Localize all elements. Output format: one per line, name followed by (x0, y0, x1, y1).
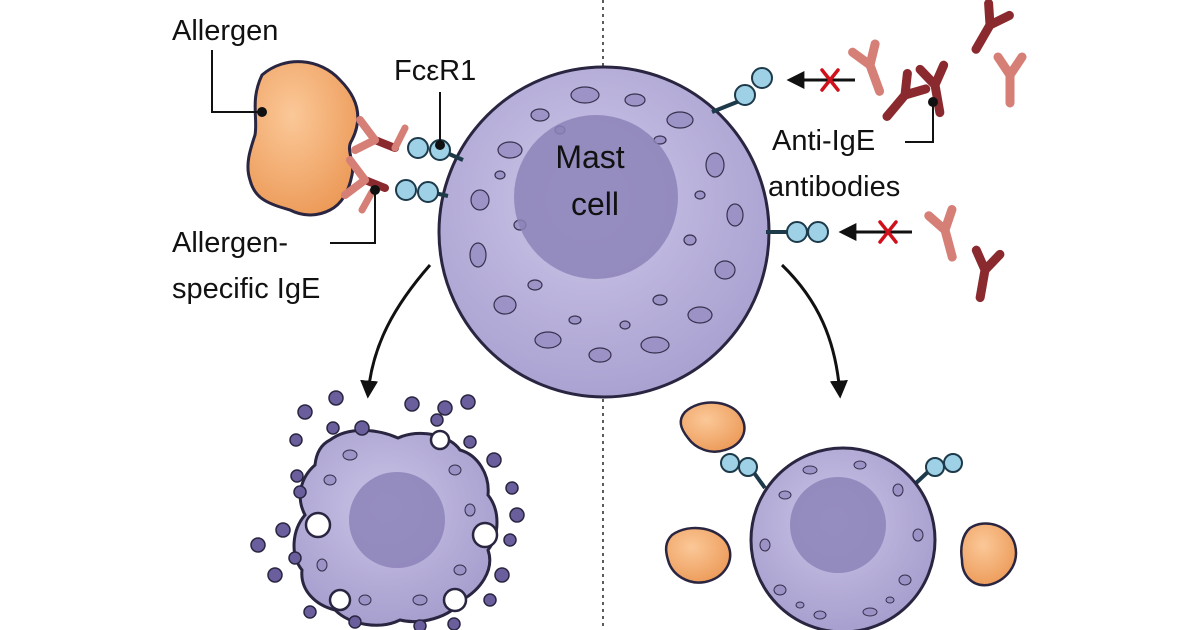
allergen-specific-ige-callout-dot (370, 185, 380, 195)
anti-ige-callout-line (905, 102, 934, 143)
mast-cell-label-line2: cell (571, 186, 619, 222)
mast-cell-main: Mast cell (437, 65, 771, 399)
allergen-callout-dot (257, 107, 267, 117)
degranulating-mast-cell (292, 428, 499, 627)
allergen-specific-ige-upper (351, 116, 409, 154)
arrow-to-degranulation (360, 264, 432, 399)
released-granules (250, 390, 525, 630)
anti-ige-antibodies (848, 0, 1027, 303)
nucleus-main (514, 115, 678, 279)
blocked-arrow-upper (786, 68, 855, 92)
anti-ige-label-line1: Anti-IgE (772, 125, 875, 157)
free-allergens (664, 401, 1018, 587)
allergen-specific-ige-label-line1: Allergen- (172, 227, 288, 259)
fceri-label: FcεR1 (394, 55, 476, 87)
allergen-specific-ige-label-line2: specific IgE (172, 273, 320, 305)
allergen-blob (246, 60, 360, 217)
nucleus-stabilized (790, 477, 886, 573)
mast-cell-label-line1: Mast (555, 139, 624, 175)
anti-ige-callout-dot (928, 97, 938, 107)
arrow-to-stabilized-cell (780, 263, 848, 399)
fceri-receptors-right (711, 67, 829, 243)
allergen-label: Allergen (172, 15, 278, 47)
allergen-callout-line (211, 50, 262, 113)
anti-ige-label-line2: antibodies (768, 171, 900, 203)
block-x-icon (820, 68, 840, 92)
nucleus-degranulating (349, 472, 445, 568)
block-x-icon (878, 220, 898, 244)
fceri-callout-dot (435, 140, 445, 150)
blocked-arrow-lower (838, 220, 912, 244)
allergen-specific-ige-callout-line (330, 190, 376, 244)
stabilized-mast-cell (720, 446, 963, 630)
allergen-specific-ige-lower (341, 156, 389, 214)
